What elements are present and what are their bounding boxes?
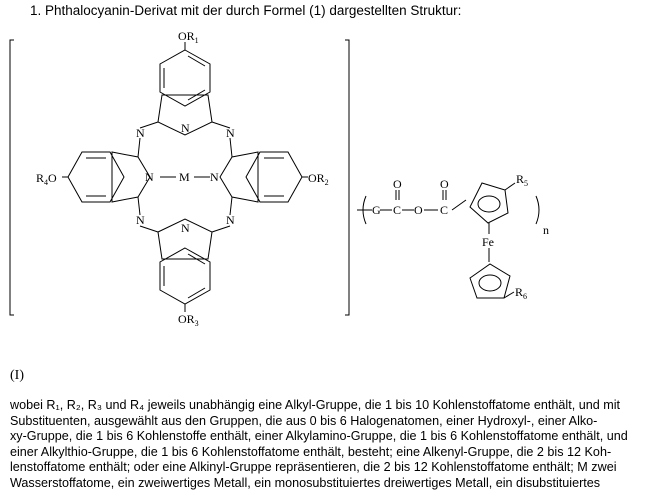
description-line: wobei R₁, R₂, R₃ und R₄ jeweils unabhäng…	[10, 398, 621, 412]
aza-n-top-right: N	[226, 126, 235, 140]
description-line: lenstoffatome enthält; oder eine Alkinyl…	[10, 460, 617, 475]
claim-heading: 1. Phthalocyanin-Derivat mit der durch F…	[30, 3, 462, 18]
left-bracket	[9, 39, 14, 316]
right-bracket	[345, 39, 350, 316]
ring-n-top: N	[181, 121, 190, 135]
linker-o: O	[414, 203, 423, 217]
center-n-right: N	[210, 170, 219, 184]
linker-c2: C	[440, 203, 448, 217]
substituent-r6: R6	[515, 285, 527, 301]
carbonyl-o1: O	[393, 177, 402, 191]
substituent-or1: OR1	[178, 29, 199, 45]
formula-label: (I)	[10, 368, 24, 383]
description-line: xy-Gruppe, die 1 bis 6 Kohlenstoffe enth…	[10, 429, 628, 444]
center-n-left: N	[145, 170, 154, 184]
linker-g: G	[372, 203, 381, 217]
phthalocyanine-structure-diagram: OR1 OR3 R4O OR2 N M N N N N N N N G C O …	[9, 29, 549, 328]
substituent-or2: OR2	[308, 171, 329, 187]
carbonyl-o2: O	[440, 177, 449, 191]
aza-n-bottom-right: N	[226, 213, 235, 227]
substituent-or3: OR3	[178, 312, 199, 328]
ring-n-bottom: N	[181, 221, 190, 235]
description-line: Wasserstoffatome, ein zweiwertiges Metal…	[10, 475, 601, 490]
center-metal: M	[179, 170, 190, 184]
linker-c1: C	[393, 203, 401, 217]
aza-n-top-left: N	[136, 126, 145, 140]
substituent-r4o: R4O	[36, 171, 57, 187]
description-line: einer Alkylthio-Gruppe, die 1 bis 6 Kohl…	[10, 444, 612, 459]
description-text: wobei R₁, R₂, R₃ und R₄ jeweils unabhäng…	[10, 398, 656, 492]
iron-atom: Fe	[482, 235, 494, 249]
repeat-subscript-n: n	[543, 223, 549, 237]
aza-n-bottom-left: N	[136, 213, 145, 227]
substituent-r5: R5	[516, 172, 528, 188]
description-line: Substituenten, ausgewählt aus den Gruppe…	[10, 413, 598, 428]
